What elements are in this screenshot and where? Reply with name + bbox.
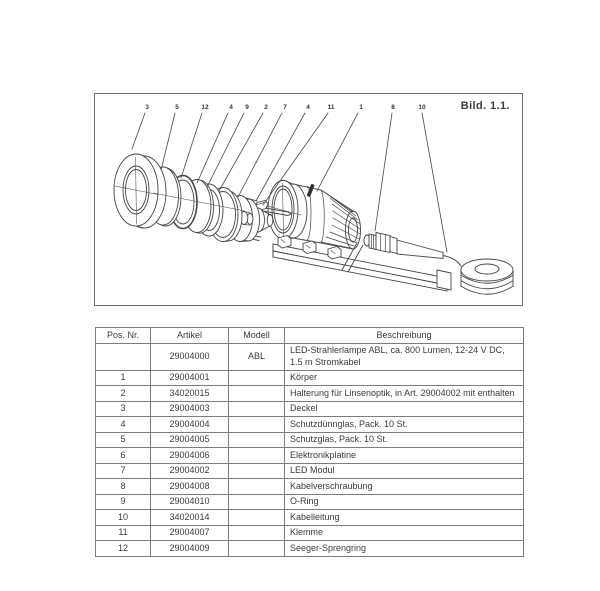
cell-beschreibung: Klemme	[284, 524, 524, 541]
cell-beschreibung: Halterung für Linsenoptik, in Art. 29004…	[284, 385, 524, 402]
callout-label: 3	[145, 104, 149, 111]
cell-artikel: 34020014	[150, 509, 229, 526]
cell-artikel: 29004003	[150, 400, 229, 417]
callout-label: 4	[229, 104, 233, 111]
cell-modell	[228, 447, 285, 464]
exploded-view-figure: 3 5 12 4 9 2 7 4 11 1 8 10 Bild. 1.1.	[94, 93, 523, 306]
cell-pos: 2	[95, 385, 151, 402]
cell-beschreibung: Seeger-Sprengring	[284, 540, 524, 557]
table-row: 8 29004008 Kabelverschraubung	[95, 478, 524, 495]
table-header-row: Pos. Nr. Artikel Modell Beschreibung	[95, 327, 524, 344]
cell-artikel: 29004008	[150, 478, 229, 495]
part-koerper	[266, 179, 361, 250]
table-row: 11 29004007 Klemme	[95, 524, 524, 541]
part-deckel	[113, 153, 167, 229]
callout-label: 11	[328, 104, 335, 111]
callout-label: 10	[418, 104, 426, 111]
shaft	[248, 204, 292, 216]
cell-artikel: 29004001	[150, 369, 229, 386]
cell-pos: 9	[95, 493, 151, 510]
callout-label: 4	[306, 104, 310, 111]
cell-modell	[228, 524, 285, 541]
exploded-view-drawing: 3 5 12 4 9 2 7 4 11 1 8 10	[113, 104, 514, 295]
cell-pos	[95, 342, 151, 371]
table-row: 6 29004006 Elektronikplatine	[95, 447, 524, 464]
table-row: 4 29004004 Schutzdünnglas, Pack. 10 St.	[95, 416, 524, 433]
cell-beschreibung: Schutzdünnglas, Pack. 10 St.	[284, 416, 524, 433]
table-row: 7 29004002 LED Modul	[95, 462, 524, 479]
cable-gland	[363, 231, 398, 255]
cell-pos: 7	[95, 462, 151, 479]
cell-pos: 8	[95, 478, 151, 495]
cell-pos: 12	[95, 540, 151, 557]
parts-table: Pos. Nr. Artikel Modell Beschreibung 290…	[95, 327, 524, 557]
body-label-print	[306, 184, 315, 197]
callout-label: 2	[264, 104, 268, 111]
callout-label: 12	[201, 104, 209, 111]
col-header-beschreibung: Beschreibung	[284, 327, 524, 344]
cell-modell	[228, 400, 285, 417]
mounting-bracket	[272, 235, 452, 292]
cell-modell	[228, 478, 285, 495]
table-row: 29004000 ABL LED-Strahlerlampe ABL, ca. …	[95, 342, 524, 371]
leader-lines	[131, 112, 448, 253]
figure-caption: Bild. 1.1.	[460, 100, 510, 112]
col-header-modell: Modell	[228, 327, 285, 344]
cell-artikel: 29004006	[150, 447, 229, 464]
cell-beschreibung: O-Ring	[284, 493, 524, 510]
callout-label: 9	[245, 104, 249, 111]
table-row: 9 29004010 O-Ring	[95, 493, 524, 510]
table-row: 10 34020014 Kabelleitung	[95, 509, 524, 526]
cell-pos: 3	[95, 400, 151, 417]
cell-modell	[228, 462, 285, 479]
table-row: 5 29004005 Schutzglas, Pack. 10 St.	[95, 431, 524, 448]
table-row: 2 34020015 Halterung für Linsenoptik, in…	[95, 385, 524, 402]
cell-pos: 11	[95, 524, 151, 541]
cell-modell	[228, 369, 285, 386]
cell-beschreibung: Deckel	[284, 400, 524, 417]
col-header-artikel: Artikel	[150, 327, 229, 344]
cell-beschreibung: Kabelverschraubung	[284, 478, 524, 495]
center-axis-line	[152, 192, 246, 212]
cell-modell	[228, 416, 285, 433]
col-header-pos-nr: Pos. Nr.	[95, 327, 151, 344]
table-row: 3 29004003 Deckel	[95, 400, 524, 417]
cable-coil	[460, 258, 514, 295]
callout-label: 7	[283, 104, 287, 111]
cable	[396, 239, 462, 267]
cell-beschreibung: LED-Strahlerlampe ABL, ca. 800 Lumen, 12…	[284, 342, 524, 371]
cell-pos: 6	[95, 447, 151, 464]
cell-artikel: 29004000	[150, 342, 229, 371]
cell-pos: 1	[95, 369, 151, 386]
callout-label: 5	[175, 104, 179, 111]
cell-artikel: 29004002	[150, 462, 229, 479]
cell-modell	[228, 493, 285, 510]
callout-label: 8	[391, 104, 395, 111]
cell-artikel: 34020015	[150, 385, 229, 402]
cell-artikel: 29004007	[150, 524, 229, 541]
cell-modell: ABL	[228, 342, 285, 371]
cell-pos: 10	[95, 509, 151, 526]
cell-beschreibung: Elektronikplatine	[284, 447, 524, 464]
table-row: 1 29004001 Körper	[95, 369, 524, 386]
cell-modell	[228, 431, 285, 448]
callout-label: 1	[359, 104, 363, 111]
cell-modell	[228, 540, 285, 557]
cell-beschreibung: Schutzglas, Pack. 10 St.	[284, 431, 524, 448]
cell-pos: 5	[95, 431, 151, 448]
cell-artikel: 29004004	[150, 416, 229, 433]
cell-artikel: 29004005	[150, 431, 229, 448]
cell-modell	[228, 385, 285, 402]
table-row: 12 29004009 Seeger-Sprengring	[95, 540, 524, 557]
cell-pos: 4	[95, 416, 151, 433]
callout-labels: 3 5 12 4 9 2 7 4 11 1 8 10	[145, 104, 426, 111]
cell-artikel: 29004009	[150, 540, 229, 557]
cell-artikel: 29004010	[150, 493, 229, 510]
cell-beschreibung: Körper	[284, 369, 524, 386]
cell-beschreibung: LED Modul	[284, 462, 524, 479]
cell-modell	[228, 509, 285, 526]
cell-beschreibung: Kabelleitung	[284, 509, 524, 526]
